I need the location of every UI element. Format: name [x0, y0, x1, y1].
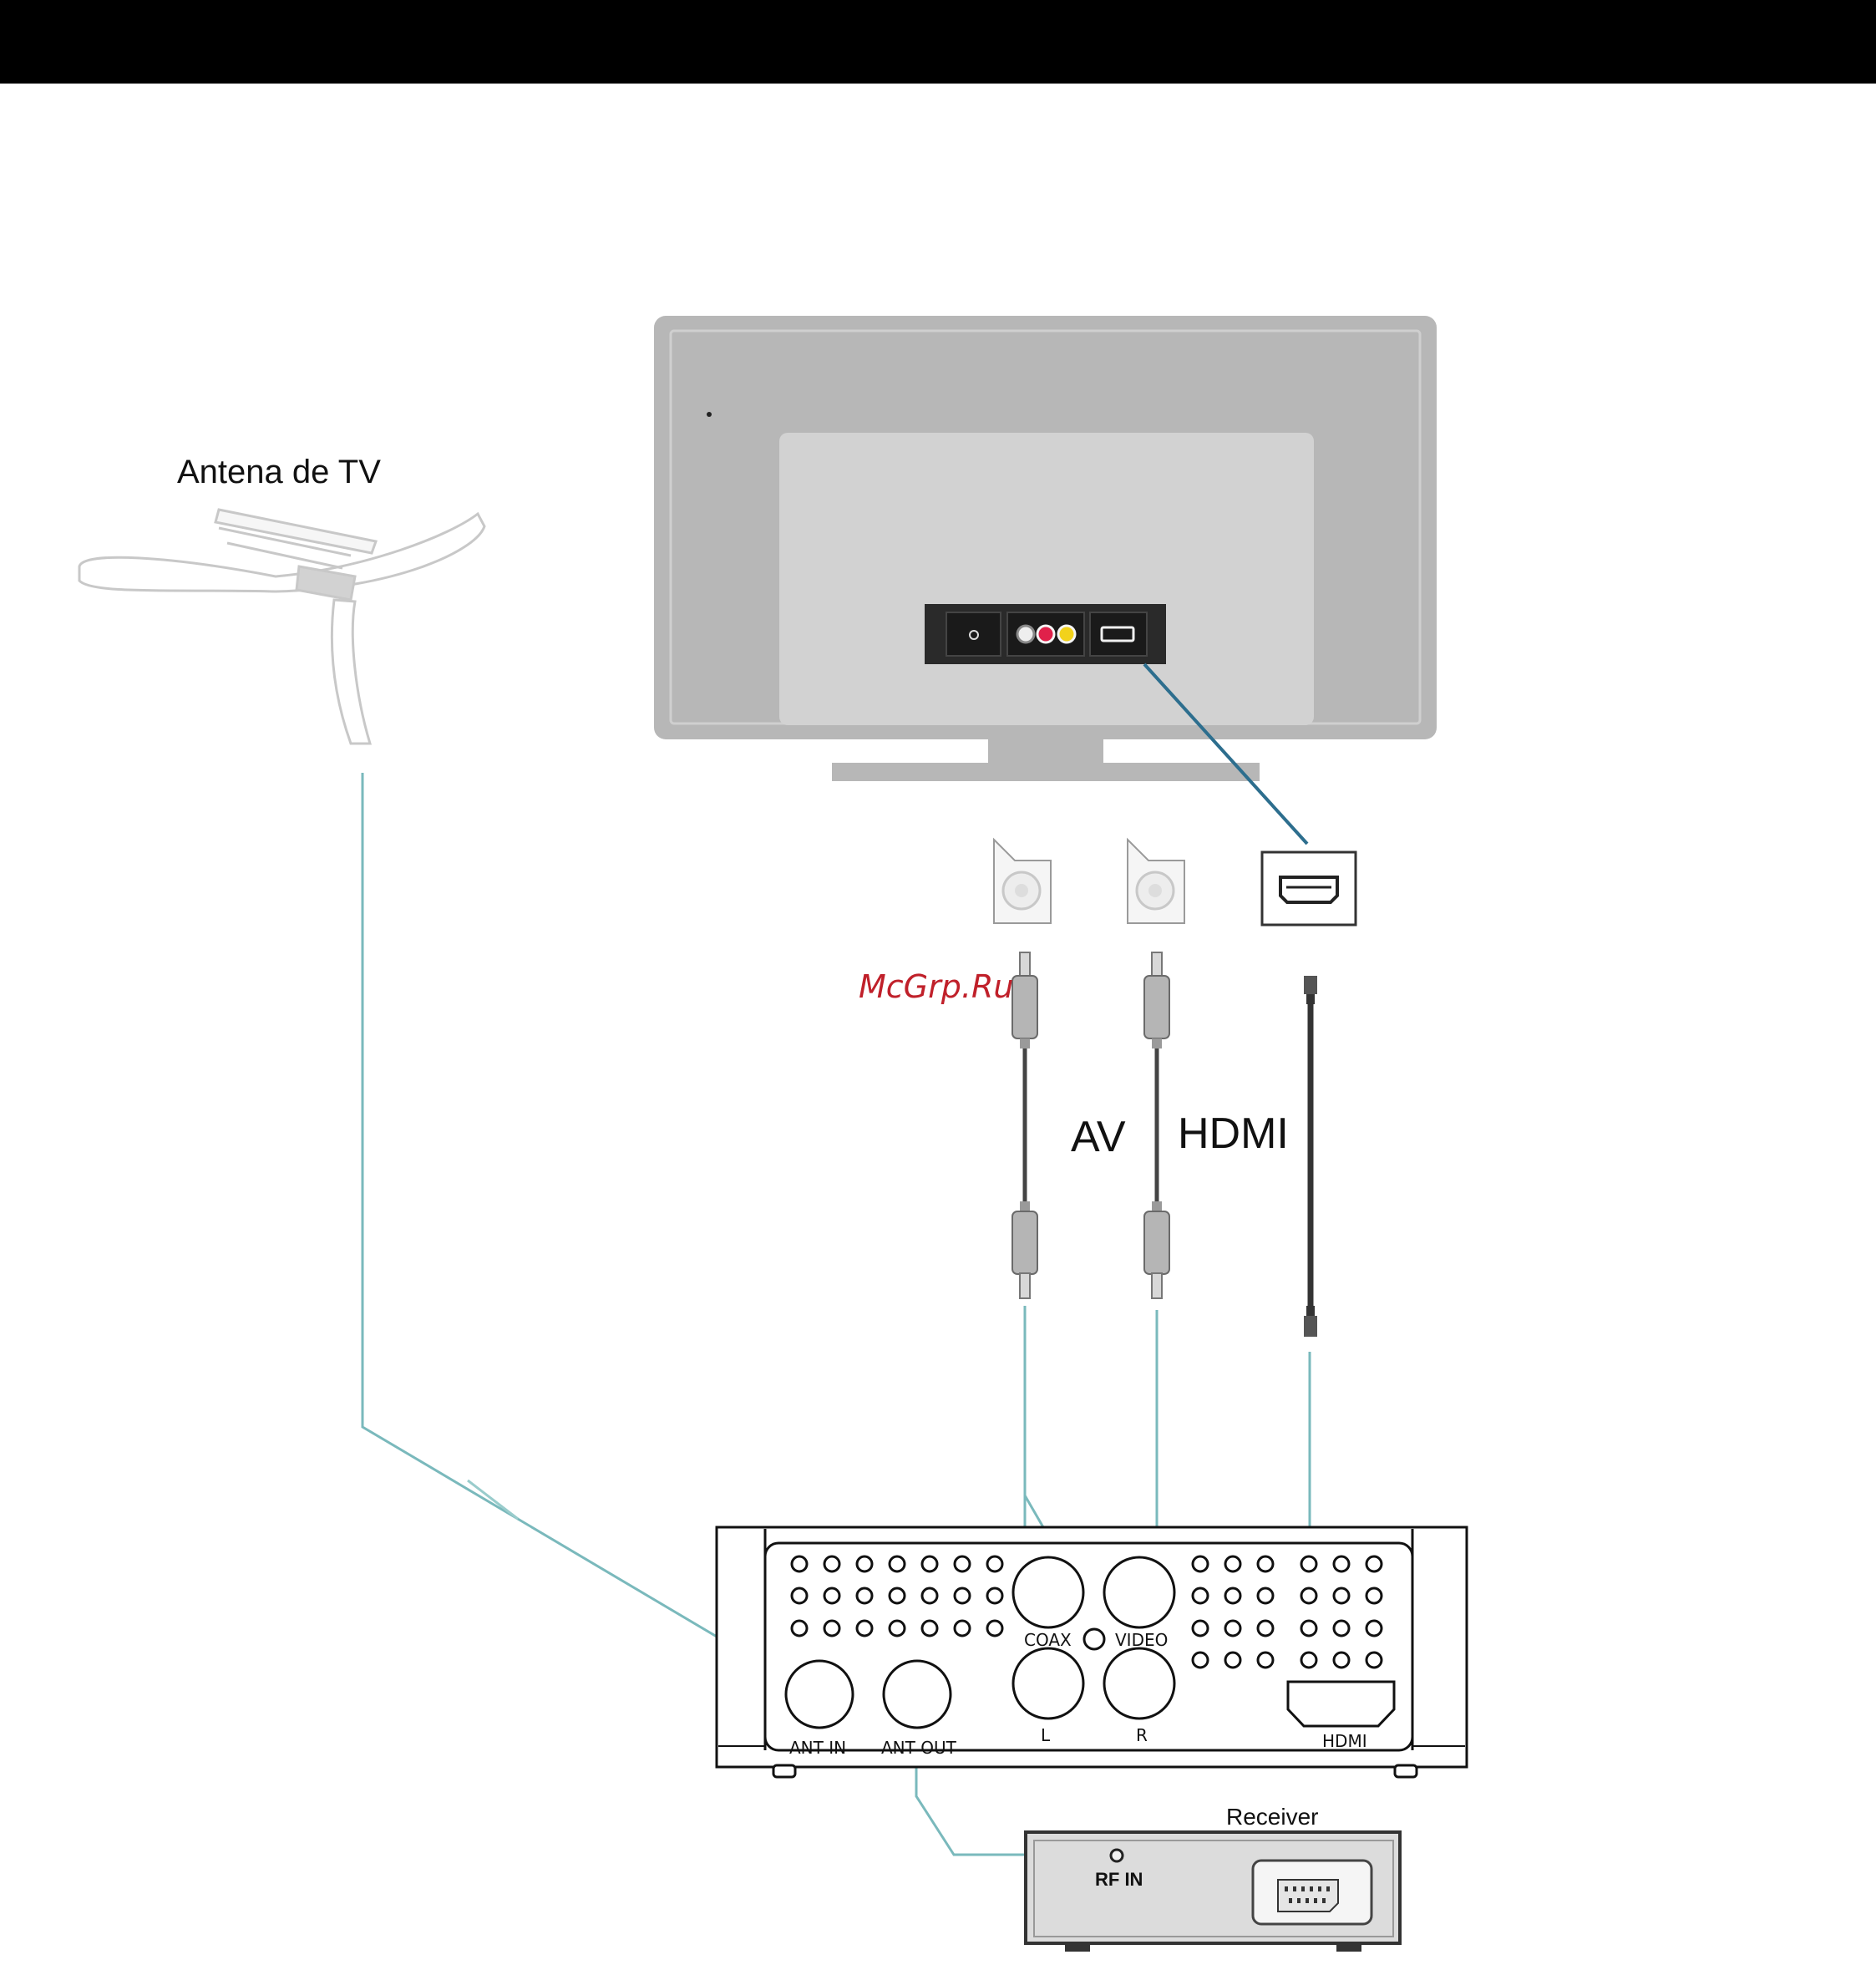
- tv-av-yellow-port-icon: [1058, 626, 1075, 642]
- tv-panel-slot-hdmi: [1090, 612, 1147, 656]
- tv-stand-base: [832, 763, 1260, 781]
- stb-coax-label: COAX: [1024, 1630, 1072, 1650]
- rca-jack-left-icon: [994, 840, 1051, 923]
- rca-cable-left: [1012, 952, 1037, 1298]
- antenna-line-shadow: [468, 1480, 518, 1519]
- hdmi-cable-label: HDMI: [1178, 1109, 1289, 1158]
- receiver-rf-in-port-icon: [1111, 1850, 1123, 1861]
- rca-jack-right-icon: [1128, 840, 1184, 923]
- stb-video-label: VIDEO: [1115, 1630, 1168, 1650]
- receiver: [1026, 1832, 1400, 1952]
- antenna-icon: [79, 510, 484, 744]
- tv-av-red-port-icon: [1037, 626, 1054, 642]
- tv-stand-neck: [988, 738, 1103, 766]
- tv-av-white-port-icon: [1017, 626, 1034, 642]
- tv-panel-slot-power: [946, 612, 1001, 656]
- receiver-rf-in-label: RF IN: [1095, 1869, 1143, 1890]
- antenna-label: Antena de TV: [177, 454, 381, 490]
- receiver-title: Receiver: [1226, 1804, 1318, 1830]
- header-bar: [0, 0, 1876, 84]
- rca-cable-right: [1144, 952, 1169, 1298]
- stb-l-label: L: [1041, 1725, 1051, 1745]
- tv-rear-view: [654, 316, 1437, 781]
- hdmi-jack-icon: [1262, 852, 1356, 925]
- stb-ant-out-label: ANT OUT: [881, 1738, 957, 1758]
- av-cable-label: AV: [1071, 1113, 1126, 1161]
- stb-hdmi-label: HDMI: [1322, 1731, 1367, 1751]
- hdmi-cable: [1304, 976, 1317, 1337]
- stb-ant-in-label: ANT IN: [789, 1738, 846, 1758]
- watermark-text: McGrp.Ru: [859, 968, 1013, 1005]
- tv-indicator-dot: [707, 412, 712, 417]
- tv-inner-panel: [779, 433, 1314, 725]
- set-top-box: COAX VIDEO ANT IN ANT OUT L R HDMI: [717, 1527, 1467, 1777]
- stb-r-label: R: [1136, 1725, 1148, 1745]
- receiver-scart-port-icon: [1278, 1880, 1338, 1912]
